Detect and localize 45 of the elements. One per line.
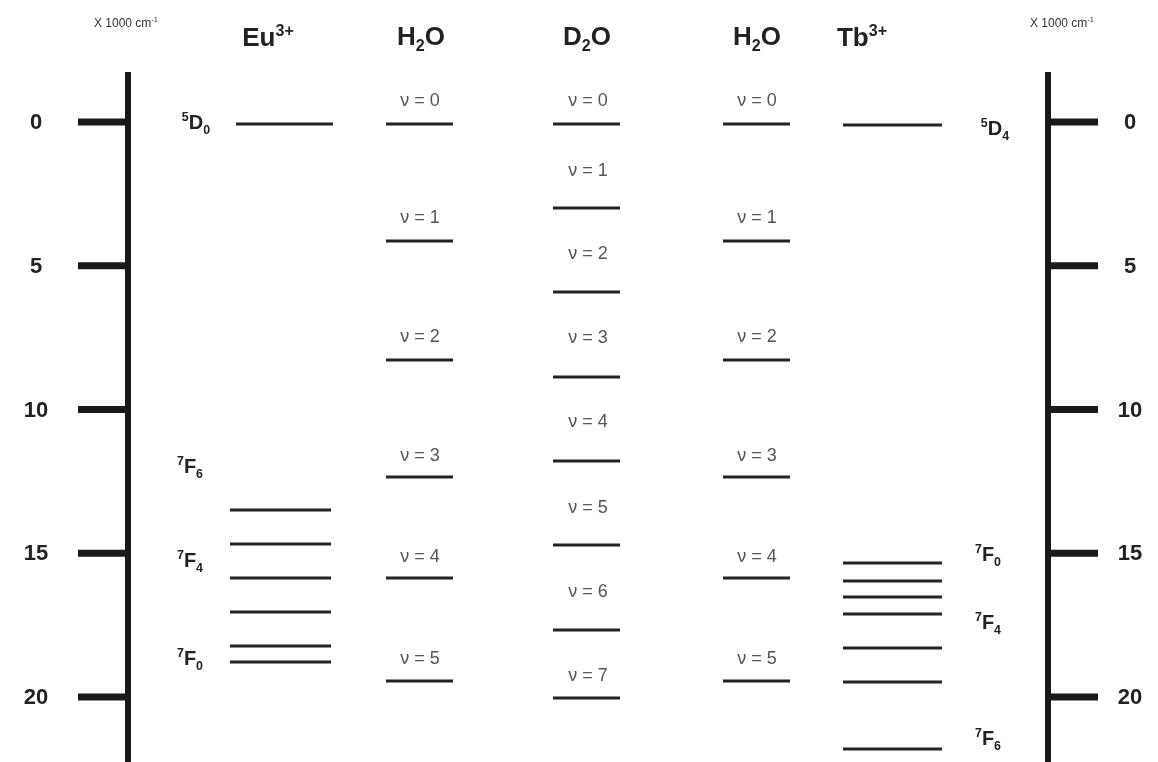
axis-unit: X 1000 cm$^{-1}$ xyxy=(1030,15,1094,29)
axis-unit: X 1000 cm$^{-1}$ xyxy=(94,15,158,29)
term-symbol: $^{7}$F$_{4}$ xyxy=(975,611,1001,637)
vibrational-level-label: ν = 4 xyxy=(737,547,777,565)
term-symbol: $^{7}$F$_{0}$ xyxy=(975,543,1001,569)
vibrational-level-label: ν = 1 xyxy=(737,208,777,226)
vibrational-level-label: ν = 5 xyxy=(568,498,608,516)
axis-tick-label: 10 xyxy=(23,398,49,421)
term-symbol: $^{7}$F$_{6}$ xyxy=(177,455,203,481)
axis-tick-label: 5 xyxy=(1123,254,1137,277)
column-heading: H$_{2}$O xyxy=(397,22,445,54)
vibrational-level-label: ν = 5 xyxy=(400,649,440,667)
axis-tick-label: 15 xyxy=(23,542,49,565)
vibrational-level-label: ν = 2 xyxy=(400,327,440,345)
axis-tick-label: 5 xyxy=(29,254,43,277)
term-symbol: $^{7}$F$_{6}$ xyxy=(975,727,1001,753)
vibrational-level-label: ν = 3 xyxy=(737,446,777,464)
vibrational-level-label: ν = 2 xyxy=(737,327,777,345)
vibrational-level-label: ν = 1 xyxy=(400,208,440,226)
vibrational-level-label: ν = 3 xyxy=(400,446,440,464)
vibrational-level-label: ν = 0 xyxy=(568,91,608,109)
axis-tick-label: 0 xyxy=(1123,111,1137,133)
vibrational-level-label: ν = 0 xyxy=(400,91,440,109)
vibrational-level-label: ν = 3 xyxy=(568,328,608,346)
column-heading: Tb$^{3+}$ xyxy=(836,22,888,50)
column-heading: Eu$^{3+}$ xyxy=(242,22,294,50)
term-symbol: $^{7}$F$_{0}$ xyxy=(177,647,203,673)
vibrational-level-label: ν = 4 xyxy=(400,547,440,565)
vibrational-level-label: ν = 0 xyxy=(737,91,777,109)
vibrational-level-label: ν = 7 xyxy=(568,666,608,684)
vibrational-level-label: ν = 4 xyxy=(568,412,608,430)
axis-tick-label: 15 xyxy=(1117,542,1143,565)
term-symbol: $^{5}$D$_{4}$ xyxy=(980,117,1010,143)
axis-tick-label: 20 xyxy=(1117,686,1143,708)
vibrational-level-label: ν = 1 xyxy=(568,161,608,179)
column-heading: D$_{2}$O xyxy=(563,22,611,54)
vibrational-level-label: ν = 2 xyxy=(568,244,608,262)
axis-tick-label: 20 xyxy=(23,686,49,708)
axis-tick-label: 10 xyxy=(1117,398,1143,421)
axis-tick-label: 0 xyxy=(29,111,43,133)
term-symbol: $^{5}$D$_{0}$ xyxy=(181,111,211,137)
column-heading: H$_{2}$O xyxy=(733,22,781,54)
vibrational-level-label: ν = 5 xyxy=(737,649,777,667)
term-symbol: $^{7}$F$_{4}$ xyxy=(177,549,203,575)
vibrational-level-label: ν = 6 xyxy=(568,582,608,600)
